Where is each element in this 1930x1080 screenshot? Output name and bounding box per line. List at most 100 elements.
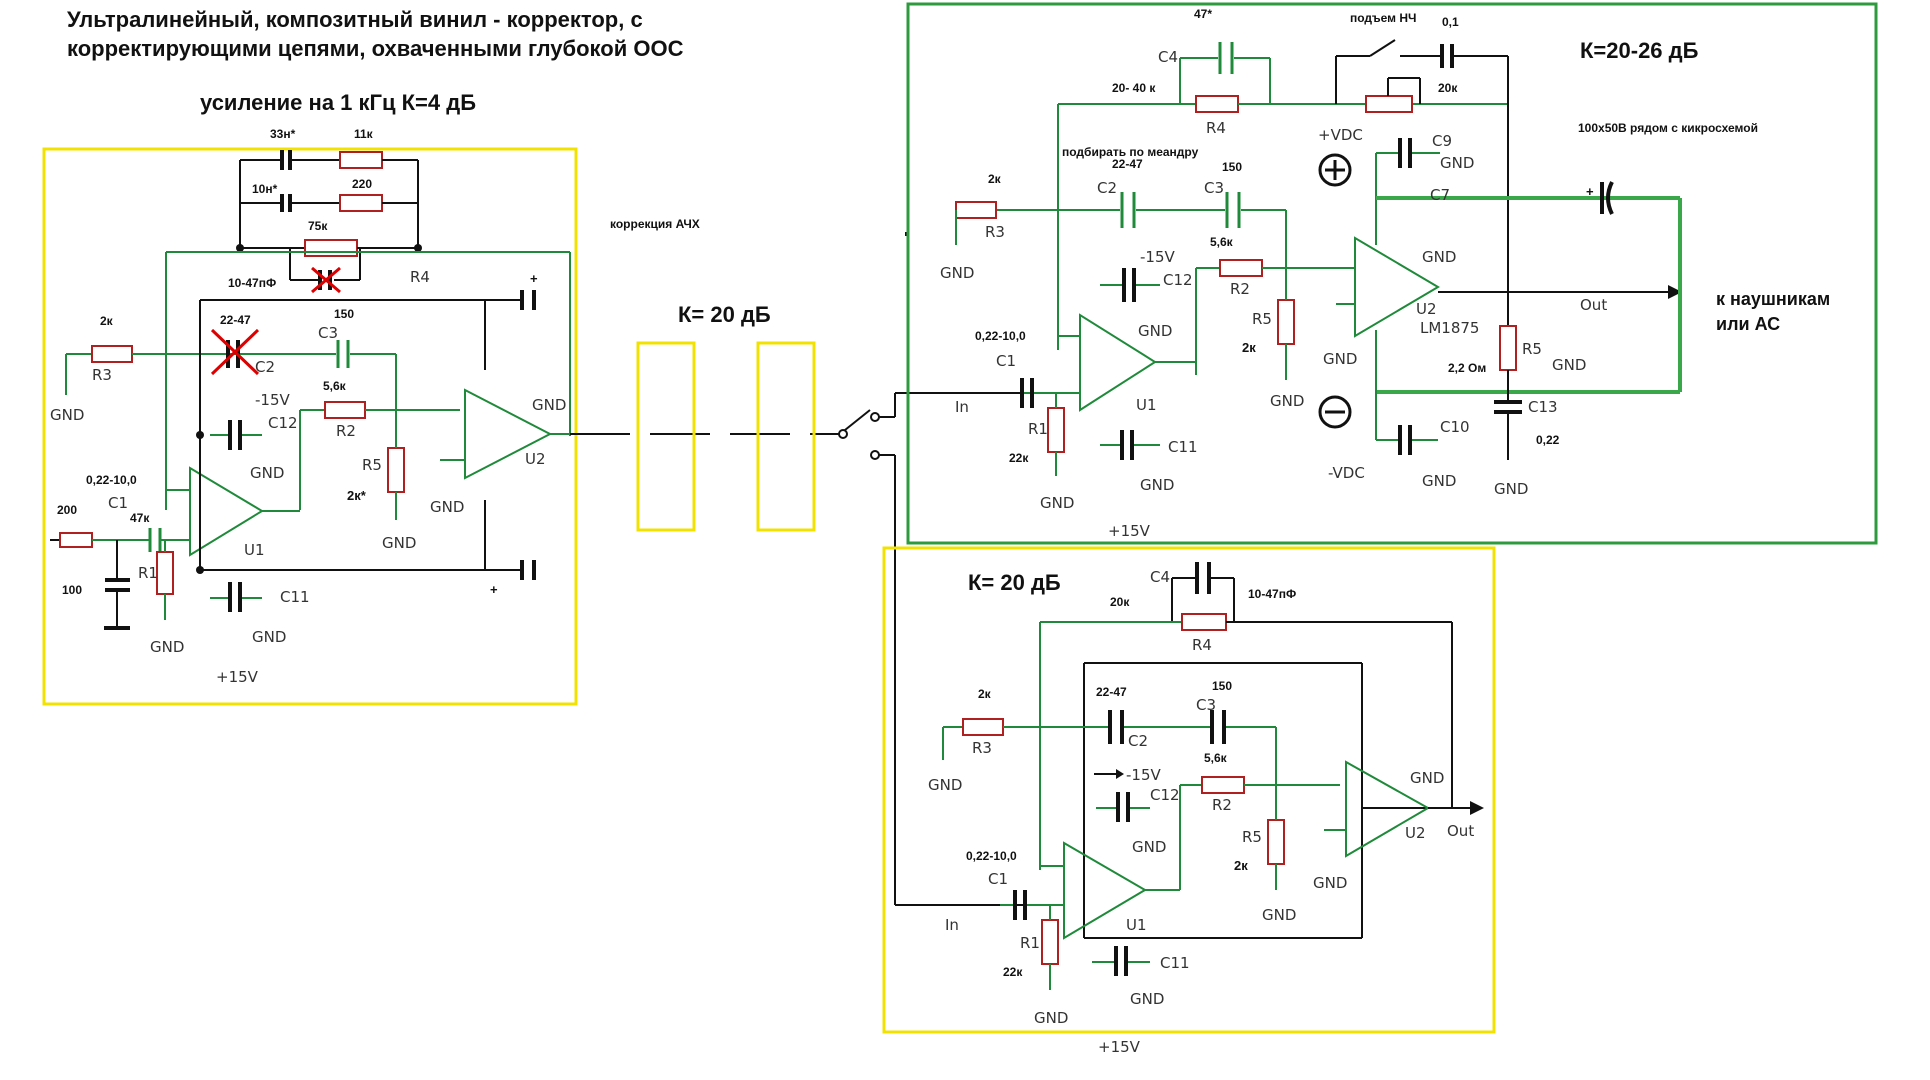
- bottom-gnd-r3: GND: [928, 776, 962, 794]
- right-r4-value: 20- 40 к: [1112, 81, 1156, 95]
- right-c7-label: C7: [1430, 186, 1450, 204]
- left-gnd-u2: GND: [532, 396, 566, 414]
- left-u2-label: U2: [525, 450, 546, 468]
- right-c1-value: 0,22-10,0: [975, 329, 1026, 343]
- middle-section: К= 20 дБ: [636, 232, 1060, 906]
- gain-note: усиление на 1 кГц К=4 дБ: [200, 90, 476, 115]
- left-gnd-c12: GND: [250, 464, 284, 482]
- right-r3-value: 2к: [988, 172, 1002, 186]
- left-c-top2-label: 10н*: [252, 182, 278, 196]
- right-r-bass-value: 20к: [1438, 81, 1458, 95]
- left-c-in-value: 100: [62, 583, 82, 597]
- middle-box-2: [756, 341, 816, 532]
- bottom-neg15: -15V: [1126, 766, 1161, 784]
- right-plus-c: +: [1586, 184, 1594, 199]
- left-c3-label: C3: [318, 324, 338, 342]
- left-r-top2-label: 220: [352, 177, 372, 191]
- left-c12-label: C12: [268, 414, 298, 432]
- left-corr-label: коррекция АЧХ: [610, 217, 700, 231]
- left-c3-value: 150: [334, 307, 354, 321]
- left-c-top1-label: 33н*: [270, 127, 296, 141]
- middle-box-1: [636, 341, 696, 532]
- bottom-r3-label: R3: [972, 739, 992, 757]
- bottom-r2-label: R2: [1212, 796, 1232, 814]
- right-c-bass-value: 0,1: [1442, 15, 1459, 29]
- right-vdc-neg: -VDC: [1328, 464, 1365, 482]
- bottom-c1-value: 0,22-10,0: [966, 849, 1017, 863]
- right-gnd-u2b: GND: [1323, 350, 1357, 368]
- right-u2-label: U2: [1416, 300, 1437, 318]
- bottom-c11-label: C11: [1160, 954, 1190, 972]
- bottom-r5-value: 2к: [1234, 858, 1248, 873]
- right-c9-label: C9: [1432, 132, 1452, 150]
- right-r5-label: R5: [1252, 310, 1272, 328]
- right-c3-value: 150: [1222, 160, 1242, 174]
- right-neg15: -15V: [1140, 248, 1175, 266]
- bottom-r3-value: 2к: [978, 687, 992, 701]
- right-bass-label: подъем НЧ: [1350, 11, 1416, 25]
- bottom-gnd-u2: GND: [1410, 769, 1444, 787]
- bottom-r5-label: R5: [1242, 828, 1262, 846]
- bottom-c2-label: C2: [1128, 732, 1148, 750]
- right-in-label: In: [955, 398, 969, 416]
- right-dest-1: к наушникам: [1716, 289, 1830, 309]
- right-c11-label: C11: [1168, 438, 1198, 456]
- right-lm-label: LM1875: [1420, 319, 1479, 337]
- bottom-c2-value: 22-47: [1096, 685, 1127, 699]
- title-line-2: корректирующими цепями, охваченными глуб…: [67, 36, 684, 61]
- right-r4-label: R4: [1206, 119, 1226, 137]
- right-vdc-pos: +VDC: [1318, 126, 1363, 144]
- right-r5-value: 2к: [1242, 340, 1256, 355]
- left-gnd-r3: GND: [50, 406, 84, 424]
- bottom-c3-value: 150: [1212, 679, 1232, 693]
- left-r-top1-label: 11к: [354, 127, 374, 141]
- bottom-gain: К= 20 дБ: [968, 570, 1061, 595]
- right-c4-label: C4: [1158, 48, 1178, 66]
- right-c1-label: C1: [996, 352, 1016, 370]
- bottom-pos15: +15V: [1098, 1038, 1141, 1056]
- bottom-box: [882, 546, 1496, 1034]
- right-gnd-c9: GND: [1440, 154, 1474, 172]
- left-c1-label: C1: [108, 494, 128, 512]
- right-cap-note: 100х50В рядом с кикросхемой: [1578, 121, 1758, 135]
- right-c2-label: C2: [1097, 179, 1117, 197]
- right-gnd-c10: GND: [1422, 472, 1456, 490]
- right-dest-2: или АС: [1716, 314, 1780, 334]
- right-gnd-r1: GND: [1040, 494, 1074, 512]
- right-r1-label: R1: [1028, 420, 1048, 438]
- left-neg15: -15V: [255, 391, 290, 409]
- right-gnd-u2: GND: [1422, 248, 1456, 266]
- right-gnd-c12: GND: [1138, 322, 1172, 340]
- left-gnd-u2b: GND: [430, 498, 464, 516]
- left-r3-value: 2к: [100, 314, 114, 328]
- left-plus-top: +: [530, 271, 538, 286]
- bottom-c4-label: C4: [1150, 568, 1170, 586]
- right-out-label: Out: [1580, 296, 1607, 314]
- left-r1-label: R1: [138, 564, 158, 582]
- bottom-r2-value: 5,6к: [1204, 751, 1228, 765]
- right-gnd-r3: GND: [940, 264, 974, 282]
- bottom-r4-label: R4: [1192, 636, 1212, 654]
- right-c13-label: C13: [1528, 398, 1558, 416]
- left-r2-value: 5,6к: [323, 379, 347, 393]
- middle-gain: К= 20 дБ: [678, 302, 771, 327]
- right-gnd-out: GND: [1552, 356, 1586, 374]
- left-r1-value: 47к: [130, 511, 150, 525]
- bottom-circuit: К= 20 дБ C4 10-47пФ 20к R4 2к R3 GND 22-…: [882, 546, 1496, 1056]
- bottom-r4-value: 20к: [1110, 595, 1130, 609]
- right-gnd-r5: GND: [1270, 392, 1304, 410]
- left-r-fb-label: 75к: [308, 219, 328, 233]
- bottom-c4-value: 10-47пФ: [1248, 587, 1296, 601]
- left-circuit: 33н* 11к 10н* 220 75к 10-47пФ R4 коррекц…: [42, 127, 840, 706]
- left-c2-label: C2: [255, 358, 275, 376]
- left-r5-label: R5: [362, 456, 382, 474]
- right-c12-label: C12: [1163, 271, 1193, 289]
- bottom-gnd-u2b: GND: [1313, 874, 1347, 892]
- bottom-gnd-r5: GND: [1262, 906, 1296, 924]
- right-r2-label: R2: [1230, 280, 1250, 298]
- right-c3-label: C3: [1204, 179, 1224, 197]
- bottom-out-label: Out: [1447, 822, 1474, 840]
- right-r1-value: 22к: [1009, 451, 1029, 465]
- right-box: [906, 2, 1878, 545]
- left-r2-label: R2: [336, 422, 356, 440]
